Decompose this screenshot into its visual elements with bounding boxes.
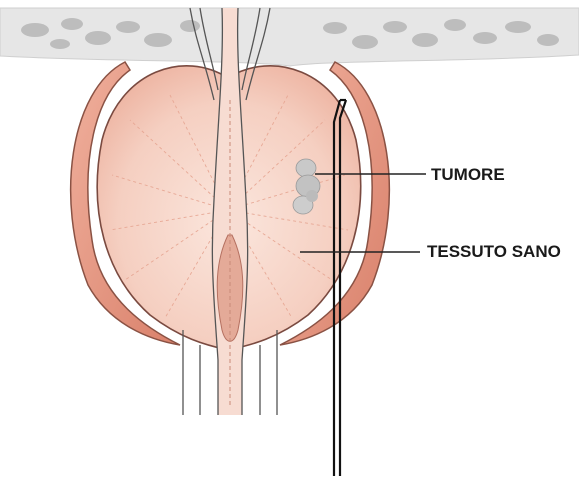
tissue-band <box>0 8 579 66</box>
tumor-label: TUMORE <box>431 166 505 183</box>
healthy-tissue-label: TESSUTO SANO <box>427 243 561 260</box>
urethra <box>212 8 247 415</box>
